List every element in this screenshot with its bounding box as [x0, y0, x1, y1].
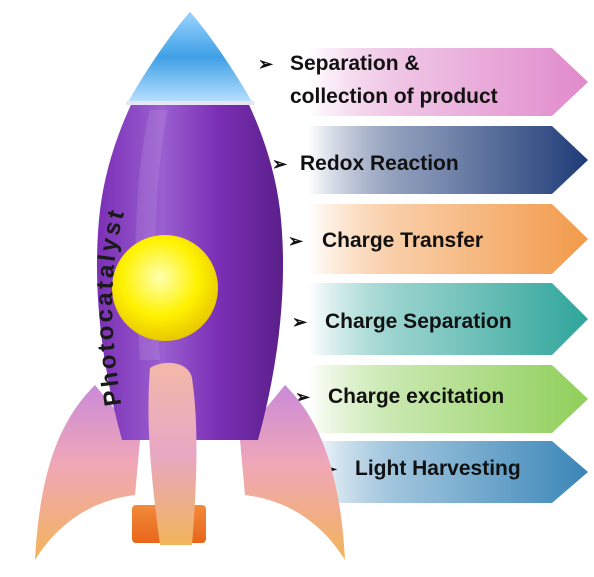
step-label: Charge Separation: [325, 310, 512, 333]
bullet-arrow-icon: ➢: [288, 231, 304, 251]
step-arrow-2: ➢ Redox Reaction: [215, 126, 588, 194]
bullet-arrow-icon: ➢: [272, 154, 288, 174]
step-arrow-shape: [215, 204, 588, 274]
bullet-arrow-icon: ➢: [258, 54, 274, 74]
right-fin: [240, 385, 345, 560]
step-arrow-1: ➢ Separation & collection of product: [215, 48, 588, 116]
step-label: Charge excitation: [328, 385, 504, 408]
center-fin: [148, 362, 197, 545]
step-arrow-shape: [215, 48, 588, 116]
step-arrow-shape: [215, 126, 588, 194]
step-label: collection of product: [290, 85, 498, 108]
rocket: Photocatalyst: [35, 12, 345, 560]
nose-cone: [128, 12, 252, 102]
porthole: [112, 235, 218, 341]
step-label: Light Harvesting: [355, 457, 521, 480]
step-label: Redox Reaction: [300, 152, 459, 175]
bullet-arrow-icon: ➢: [292, 312, 308, 332]
step-label: Charge Transfer: [322, 229, 483, 252]
step-arrow-shape: [215, 283, 588, 355]
step-arrow-3: ➢ Charge Transfer: [215, 204, 588, 274]
left-fin: [35, 385, 140, 560]
step-label: Separation &: [290, 52, 420, 75]
step-arrow-4: ➢ Charge Separation: [215, 283, 588, 355]
